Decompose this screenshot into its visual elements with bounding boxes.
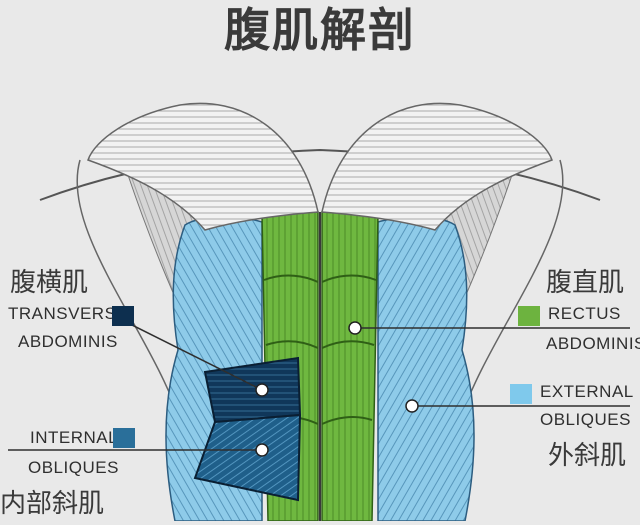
rectus-cn-label: 腹直肌 <box>546 268 625 298</box>
internal-en-label-2: OBLIQUES <box>28 458 119 477</box>
external-color-swatch <box>510 384 532 404</box>
rectus-en-label-1: RECTUS <box>548 304 621 323</box>
external-marker <box>405 399 419 413</box>
page-title: 腹肌解剖 <box>224 3 416 57</box>
transverse-en-label-1: TRANSVERSE <box>8 304 129 323</box>
internal-color-swatch <box>113 428 135 448</box>
transverse-cn-label: 腹横肌 <box>10 268 89 298</box>
external-cn-label: 外斜肌 <box>548 441 627 471</box>
external-en-label-2: OBLIQUES <box>540 410 631 429</box>
transverse-leader-line <box>117 317 263 391</box>
rectus-en-label-2: ABDOMINIS <box>546 334 640 353</box>
external-en-label-1: EXTERNAL <box>540 382 634 401</box>
internal-cn-label: 内部斜肌 <box>0 489 105 519</box>
transverse-en-label-2: ABDOMINIS <box>18 332 118 351</box>
transverse-color-swatch <box>112 306 134 326</box>
internal-en-label-1: INTERNAL <box>30 428 119 447</box>
rectus-marker <box>348 321 362 335</box>
rectus-color-swatch <box>518 306 540 326</box>
transverse-marker <box>255 383 269 397</box>
internal-marker <box>255 443 269 457</box>
